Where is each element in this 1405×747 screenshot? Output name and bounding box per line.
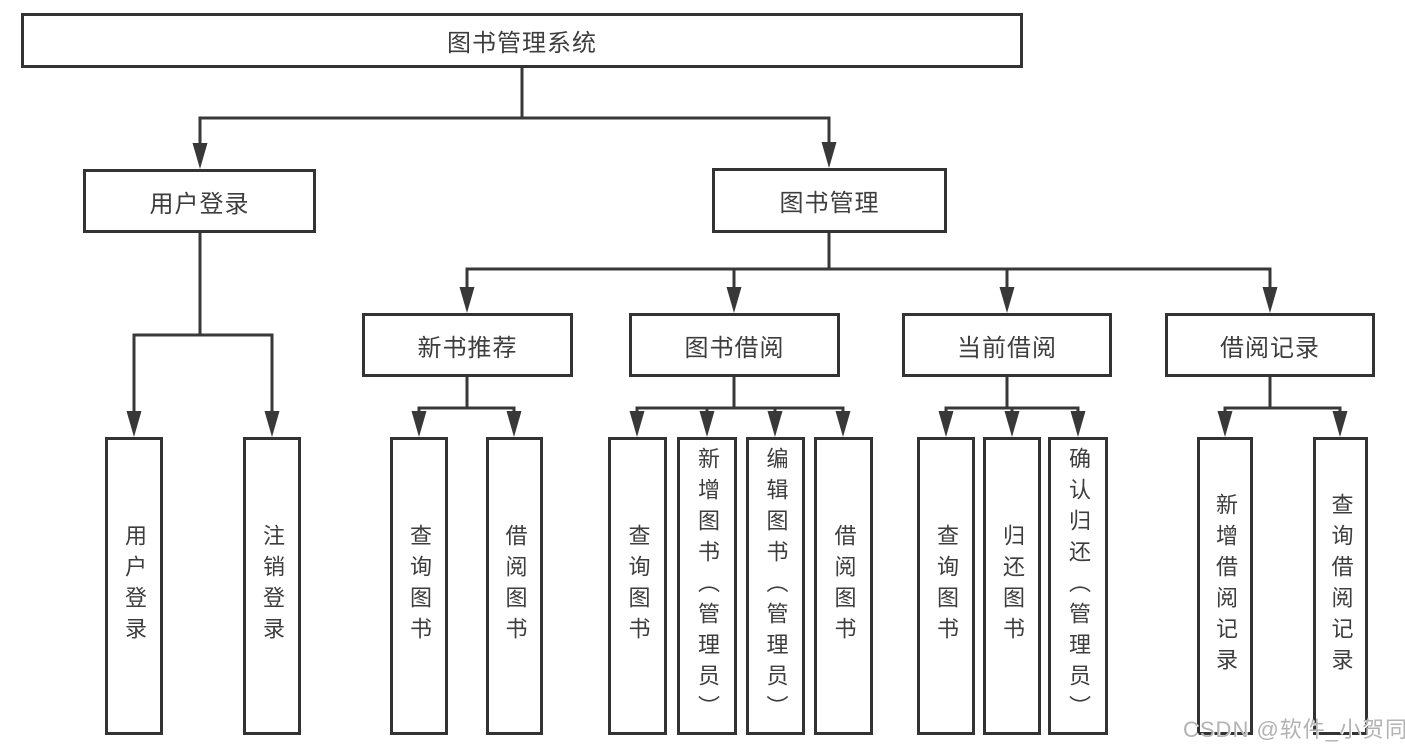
leaf-query-books-current: 查询图书 bbox=[917, 437, 975, 735]
leaf-borrow-books-recommend: 借阅图书 bbox=[486, 437, 543, 735]
arrowhead bbox=[506, 411, 522, 437]
arrowhead bbox=[411, 411, 427, 437]
leaf-logout: 注销登录 bbox=[243, 437, 301, 735]
arrowhead bbox=[835, 411, 851, 437]
edge-book-management-to-level3 bbox=[465, 233, 1272, 291]
arrowhead bbox=[1004, 411, 1020, 437]
leaf-query-books-borrow: 查询图书 bbox=[608, 437, 667, 735]
edge-borrow-records-to-leaves bbox=[1223, 377, 1342, 415]
csdn-watermark: CSDN @软件_小贺同学 bbox=[1183, 717, 1405, 742]
leaf-add-books-admin: 新增图书（管理员） bbox=[677, 437, 737, 735]
node-user-login: 用户登录 bbox=[83, 169, 316, 233]
arrowhead bbox=[999, 287, 1015, 313]
node-current-borrow: 当前借阅 bbox=[902, 313, 1112, 377]
arrowhead bbox=[264, 411, 280, 437]
edge-new-book-recommend-to-leaves bbox=[417, 377, 516, 415]
arrowhead bbox=[767, 411, 783, 437]
node-new-book-recommend: 新书推荐 bbox=[362, 313, 573, 377]
node-book-borrow: 图书借阅 bbox=[629, 313, 840, 377]
arrowhead bbox=[1217, 411, 1233, 437]
arrowhead bbox=[1262, 287, 1278, 313]
edge-book-borrow-to-leaves bbox=[635, 377, 845, 415]
arrowhead bbox=[938, 411, 954, 437]
leaf-confirm-return-admin: 确认归还（管理员） bbox=[1048, 437, 1108, 735]
arrowhead bbox=[126, 411, 142, 437]
node-book-management: 图书管理 bbox=[712, 168, 947, 233]
arrowhead bbox=[459, 287, 475, 313]
node-borrow-records: 借阅记录 bbox=[1165, 313, 1375, 377]
arrowhead bbox=[1070, 411, 1086, 437]
leaf-add-borrow-record: 新增借阅记录 bbox=[1197, 437, 1253, 735]
arrowhead bbox=[629, 411, 645, 437]
arrowhead bbox=[699, 411, 715, 437]
edge-user-login-to-leaves bbox=[132, 233, 274, 415]
leaf-query-borrow-record: 查询借阅记录 bbox=[1313, 437, 1368, 735]
arrowhead bbox=[192, 143, 208, 169]
leaf-edit-books-admin: 编辑图书（管理员） bbox=[746, 437, 805, 735]
arrowhead bbox=[821, 142, 837, 168]
edge-current-borrow-to-leaves bbox=[944, 377, 1080, 415]
leaf-borrow-books: 借阅图书 bbox=[814, 437, 873, 735]
node-library-management-system: 图书管理系统 bbox=[21, 13, 1023, 68]
arrowhead bbox=[726, 287, 742, 313]
leaf-user-login: 用户登录 bbox=[105, 437, 163, 735]
leaf-query-books-recommend: 查询图书 bbox=[390, 437, 448, 735]
arrowhead bbox=[1332, 411, 1348, 437]
edge-root-to-level2 bbox=[198, 68, 831, 147]
leaf-return-books: 归还图书 bbox=[983, 437, 1041, 735]
